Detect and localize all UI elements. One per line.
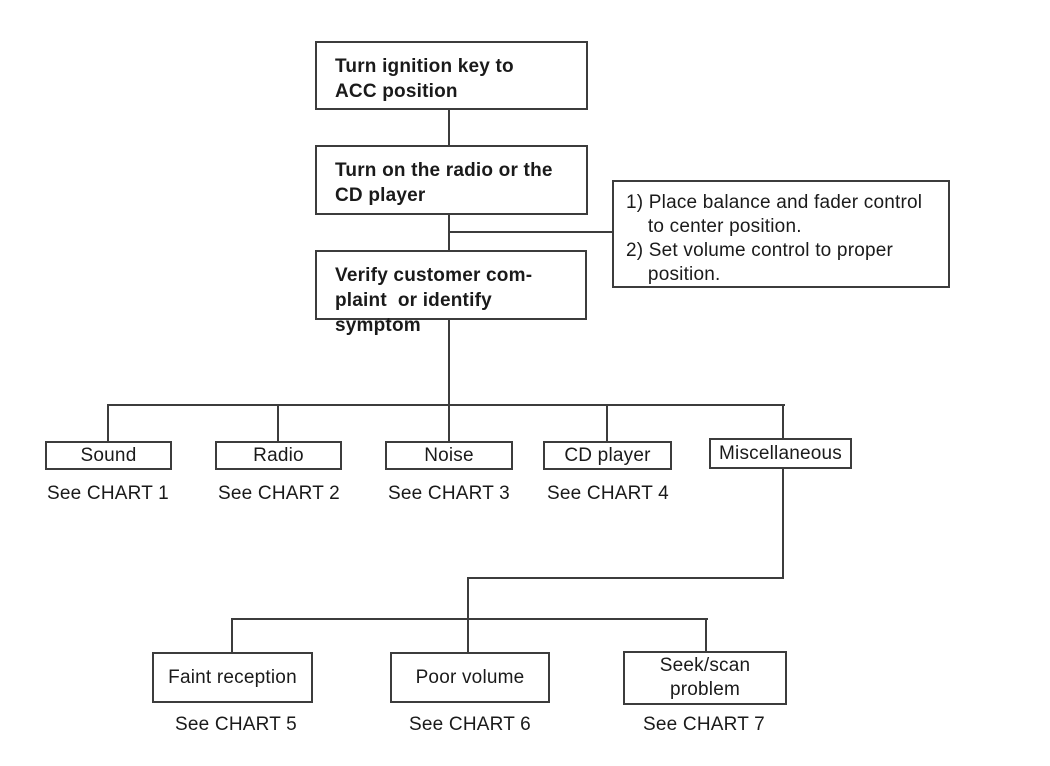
note-text: 1) Place balance and fader control to ce… bbox=[626, 192, 923, 285]
node-turn-ignition-key-text: Turn ignition key to ACC position bbox=[335, 56, 514, 102]
see-chart-3-label: See CHART 3 bbox=[388, 483, 510, 504]
connector-step2-step3 bbox=[448, 215, 450, 251]
branch-distribution-line bbox=[107, 404, 785, 406]
node-verify-complaint-text: Verify customer com- plaint or identify … bbox=[335, 265, 533, 336]
node-poor-volume: Poor volume bbox=[390, 652, 550, 703]
node-radio-label: Radio bbox=[253, 445, 304, 466]
connector-step3-branches bbox=[448, 320, 450, 441]
node-turn-ignition-key: Turn ignition key to ACC position bbox=[315, 41, 588, 110]
connector-drop-faint-reception bbox=[231, 618, 233, 652]
node-cd-player-label: CD player bbox=[564, 445, 651, 466]
node-radio: Radio bbox=[215, 441, 342, 470]
node-turn-on-radio-text: Turn on the radio or the CD player bbox=[335, 160, 553, 206]
misc-distribution-line bbox=[231, 618, 708, 620]
connector-to-note bbox=[449, 231, 612, 233]
see-chart-6-label: See CHART 6 bbox=[409, 714, 531, 735]
node-miscellaneous-label: Miscellaneous bbox=[719, 443, 842, 464]
node-faint-reception: Faint reception bbox=[152, 652, 313, 703]
node-sound: Sound bbox=[45, 441, 172, 470]
connector-drop-miscellaneous bbox=[782, 404, 784, 438]
connector-misc-center-drop bbox=[467, 577, 469, 652]
node-cd-player: CD player bbox=[543, 441, 672, 470]
node-verify-complaint: Verify customer com- plaint or identify … bbox=[315, 250, 587, 336]
see-chart-5-label: See CHART 5 bbox=[175, 714, 297, 735]
connector-drop-seek-scan bbox=[705, 618, 707, 651]
connector-misc-down bbox=[782, 469, 784, 579]
see-chart-4-label: See CHART 4 bbox=[547, 483, 669, 504]
node-miscellaneous: Miscellaneous bbox=[709, 438, 852, 469]
node-faint-reception-label: Faint reception bbox=[168, 666, 297, 688]
node-noise: Noise bbox=[385, 441, 513, 470]
node-sound-label: Sound bbox=[80, 445, 137, 466]
see-chart-2-label: See CHART 2 bbox=[218, 483, 340, 504]
node-seek-scan-problem: Seek/scan problem bbox=[623, 651, 787, 705]
node-seek-scan-problem-label: Seek/scan problem bbox=[659, 655, 751, 700]
node-turn-on-radio: Turn on the radio or the CD player bbox=[315, 145, 588, 215]
connector-drop-radio bbox=[277, 404, 279, 441]
see-chart-7-label: See CHART 7 bbox=[643, 714, 765, 735]
connector-step1-step2 bbox=[448, 110, 450, 146]
connector-drop-cd-player bbox=[606, 404, 608, 441]
node-noise-label: Noise bbox=[424, 445, 474, 466]
connector-misc-horizontal bbox=[467, 577, 784, 579]
see-chart-1-label: See CHART 1 bbox=[47, 483, 169, 504]
node-poor-volume-label: Poor volume bbox=[415, 666, 525, 688]
note-balance-volume-instructions: 1) Place balance and fader control to ce… bbox=[612, 180, 950, 288]
connector-drop-sound bbox=[107, 404, 109, 441]
